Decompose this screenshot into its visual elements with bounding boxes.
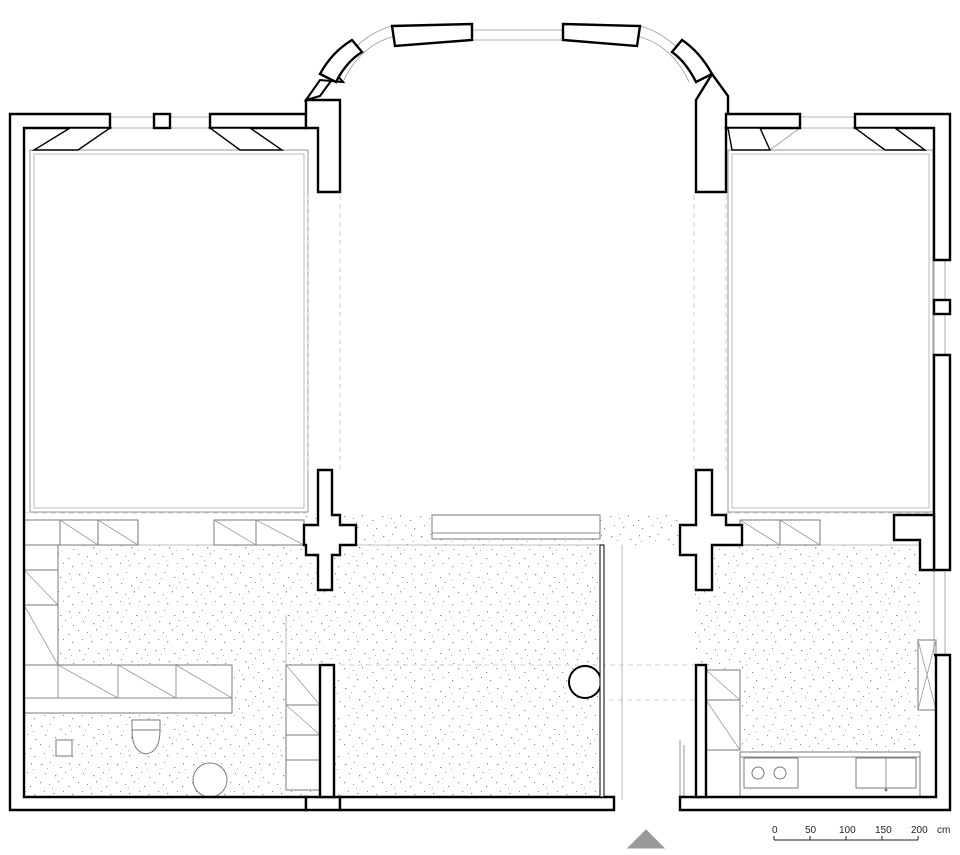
floor-hall-strip [602, 515, 680, 545]
bathroom-vanity [23, 664, 233, 714]
fixtures [55, 665, 917, 810]
inner-lines [24, 149, 936, 800]
wall-outer-left [8, 112, 308, 812]
scale-bar: 0 50 100 150 200 cm [772, 825, 950, 841]
shower-tray-icon [192, 762, 228, 798]
floor-hall [306, 515, 602, 797]
scale-tick-50: 50 [805, 825, 817, 836]
partition-hall-left [318, 663, 336, 799]
pillar-right [678, 468, 744, 592]
bench-hall [431, 514, 601, 540]
scale-unit: cm [937, 825, 950, 836]
room-right-inner [727, 149, 934, 513]
scale-tick-0: 0 [772, 825, 778, 836]
room-left-inner [29, 149, 309, 513]
scale-tick-200: 200 [911, 825, 928, 836]
scale-tick-100: 100 [839, 825, 856, 836]
room-left-inner-2 [33, 153, 305, 509]
wall-bay-right [670, 38, 714, 84]
scale-tick-150: 150 [875, 825, 892, 836]
bidet-icon [55, 739, 73, 757]
column-icon [568, 665, 602, 699]
walls [8, 22, 952, 812]
partition-kitchen-left [694, 663, 708, 799]
pillar-left [302, 468, 358, 592]
room-right-inner-2 [731, 153, 930, 509]
entrance-arrow-icon [626, 829, 666, 849]
wall-bay-left [318, 38, 364, 84]
wall-outer-right [932, 353, 952, 572]
wall-outer-bottom [304, 795, 342, 812]
